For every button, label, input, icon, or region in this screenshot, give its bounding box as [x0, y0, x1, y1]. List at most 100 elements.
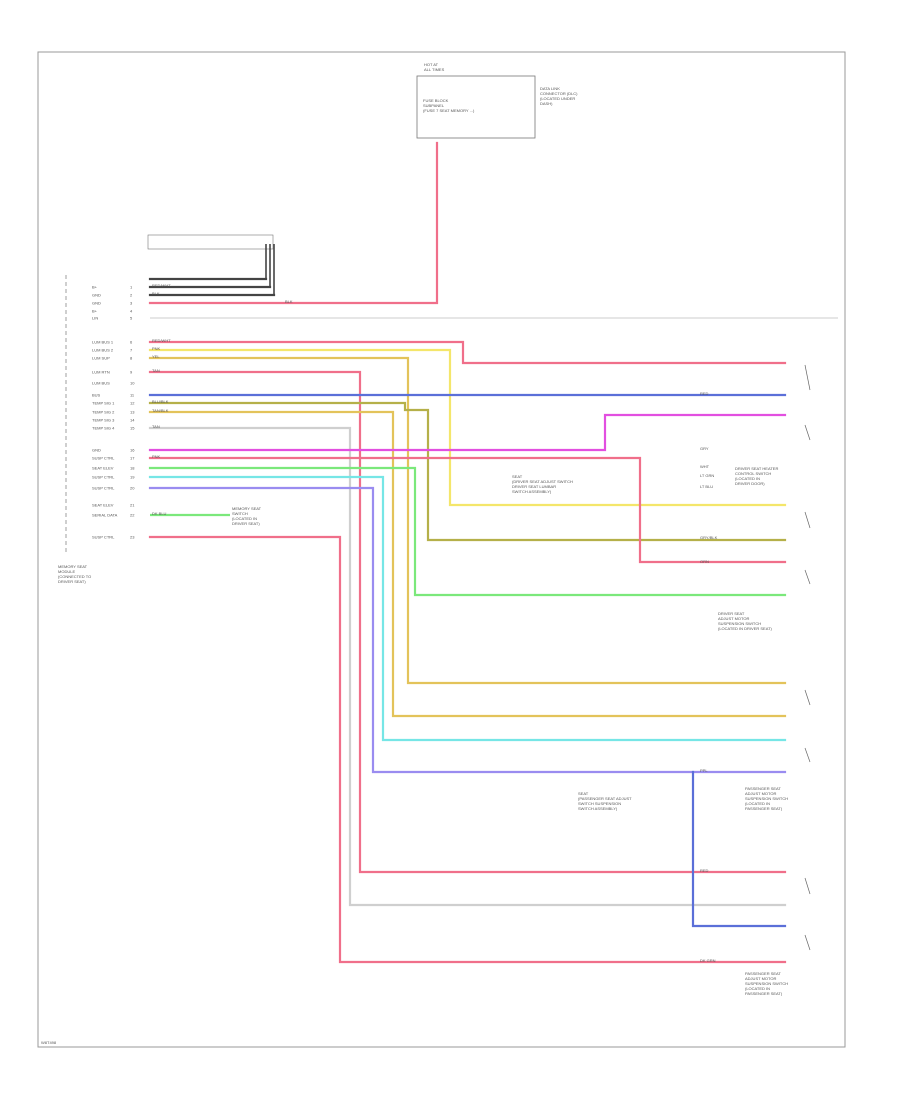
wire-label: BLU/BLK — [152, 399, 169, 404]
module-pin-label: B+ — [92, 309, 98, 314]
wire-red-1 — [148, 340, 787, 365]
wire-tan — [148, 356, 787, 685]
module-pin-number: 1 — [130, 285, 133, 290]
wire-label: ORN — [700, 559, 709, 564]
wire-magenta — [148, 413, 787, 452]
wire-label: PNK — [152, 454, 161, 459]
module-pin-number: 10 — [130, 381, 135, 386]
module-pin-number: 3 — [130, 301, 133, 306]
wire-red-2 — [148, 370, 787, 874]
wire-label: TAN/BLK — [152, 408, 169, 413]
module-pin-number: 19 — [130, 475, 135, 480]
wire-yellow — [148, 348, 787, 507]
module-pin-label: SEAT ELEV — [92, 503, 114, 508]
module-pin-number: 2 — [130, 293, 133, 298]
wire-label: YEL — [152, 354, 160, 359]
wire-label: RED/WHT — [152, 283, 171, 288]
module-pin-number: 16 — [130, 448, 135, 453]
wire-label: RED — [700, 391, 709, 396]
wire-label: GRY/BLK — [700, 535, 718, 540]
wire-label: RED — [700, 868, 709, 873]
wire-label: GRY — [700, 446, 709, 451]
module-pin-label: LIN — [92, 316, 98, 321]
module-pin-number: 7 — [130, 348, 133, 353]
wire-label: BLK — [285, 299, 293, 304]
module-pin-number: 23 — [130, 535, 135, 540]
wire-label: PNK — [152, 346, 161, 351]
module-pin-label: SERIAL DATA — [92, 513, 118, 518]
figure-code: W8T498 — [41, 1040, 57, 1045]
wire-label: LT BLU — [700, 484, 713, 489]
module-pin-number: 12 — [130, 401, 135, 406]
wire-label: TAN — [152, 368, 160, 373]
module-pin-label: TEMP SIG 3 — [92, 418, 115, 423]
module-pin-number: 6 — [130, 340, 133, 345]
module-pin-label: SUSP CTRL — [92, 535, 115, 540]
module-pin-label: GND — [92, 448, 101, 453]
wire-label: LT GRN — [700, 473, 714, 478]
module-pin-number: 22 — [130, 513, 135, 518]
wire-gray — [148, 426, 787, 907]
wire-label: TAN — [152, 424, 160, 429]
wires — [148, 141, 838, 964]
module-pin-label: GND — [92, 293, 101, 298]
module-pin-label: GND — [92, 301, 101, 306]
module-pin-number: 8 — [130, 356, 133, 361]
module-pin-label: B+ — [92, 285, 98, 290]
ground-bracket — [147, 234, 276, 297]
module-pin-number: 5 — [130, 316, 133, 321]
wire-label: BLK — [152, 291, 160, 296]
wire-green — [148, 466, 787, 597]
module-pin-label: LUM SUP — [92, 356, 110, 361]
module-pin-label: SUSP CTRL — [92, 486, 115, 491]
module-pin-number: 15 — [130, 426, 135, 431]
module-pin-label: BUS — [92, 393, 101, 398]
wire-olive — [148, 401, 787, 542]
module-pin-label: SUSP CTRL — [92, 475, 115, 480]
wire-dark-blue — [691, 770, 787, 928]
module-pin-number: 18 — [130, 466, 135, 471]
diagram-border — [37, 51, 846, 1048]
wire-red-3 — [148, 456, 787, 564]
module-pin-number: 17 — [130, 456, 135, 461]
module-pin-label: SEAT ELEV — [92, 466, 114, 471]
wire-label: WHT — [700, 464, 710, 469]
module-pin-label: TEMP SIG 2 — [92, 410, 115, 415]
module-pin-label: LUM BUS 1 — [92, 340, 114, 345]
wire-label: DK GRN — [700, 958, 716, 963]
module-pin-label: LUM BUS 2 — [92, 348, 114, 353]
right-connector-ticks — [804, 364, 811, 951]
wire-tan-2 — [148, 410, 787, 718]
module-pin-number: 13 — [130, 410, 135, 415]
wire-red-top — [148, 141, 439, 305]
module-pin-label: TEMP SIG 4 — [92, 426, 115, 431]
module-pin-label: LUM RTN — [92, 370, 110, 375]
module-pin-number: 21 — [130, 503, 135, 508]
module-pin-number: 14 — [130, 418, 135, 423]
module-pin-number: 9 — [130, 370, 133, 375]
wire-cyan — [148, 475, 787, 742]
module-pin-label: LUM BUS — [92, 381, 110, 386]
wire-label: RED/WHT — [152, 338, 171, 343]
module-pin-number: 11 — [130, 393, 135, 398]
module-pin-label: TEMP SIG 1 — [92, 401, 115, 406]
module-pin-number: 20 — [130, 486, 135, 491]
wire-label: DK BLU — [152, 511, 167, 516]
wire-label: PPL — [700, 768, 708, 773]
